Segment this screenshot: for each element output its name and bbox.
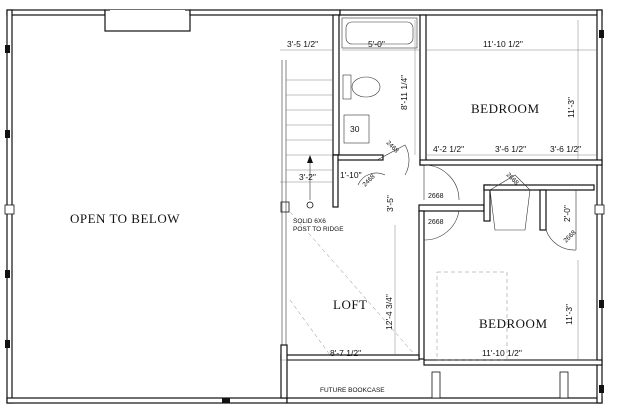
- bathroom: [341, 17, 418, 144]
- dim-11-10-half-top: 11'-10 1/2": [483, 39, 523, 49]
- bookcase-note: FUTURE BOOKCASE: [320, 387, 385, 394]
- dim-2-0: 2'-0": [562, 205, 572, 222]
- dim-3-6-half-b: 3'-6 1/2": [550, 144, 581, 154]
- dim-11-3-bottom: 11'-3": [564, 304, 574, 325]
- door-tag-2468-a: 2468: [385, 139, 400, 154]
- room-label-open-to-below: OPEN TO BELOW: [70, 211, 180, 226]
- room-label-loft: LOFT: [333, 297, 368, 312]
- door-tag-2668-right: 2668: [562, 229, 577, 244]
- dim-3-2: 3'-2": [299, 172, 316, 182]
- door-tag-2468-b: 2468: [361, 173, 376, 188]
- exterior-walls: [4, 9, 605, 404]
- dim-5-0: 5'-0": [368, 39, 385, 49]
- dim-3-5-half-top: 3'-5 1/2": [287, 39, 318, 49]
- door-tag-2668-upper: 2668: [428, 193, 444, 200]
- dim-12-4-3q: 12'-4 3/4": [384, 294, 394, 330]
- interior-walls: [280, 14, 603, 399]
- dim-11-10-half-bottom: 11'-10 1/2": [482, 348, 522, 358]
- post-note-line1: SOLID 6X6: [293, 218, 326, 225]
- stair: [281, 60, 416, 356]
- dim-3-6-half-a: 3'-6 1/2": [495, 144, 526, 154]
- tub-label-30: 30: [350, 124, 360, 134]
- door-tag-2668-lower: 2668: [428, 219, 444, 226]
- dim-3-5-vert: 3'-5": [385, 195, 395, 212]
- dimension-lines: [280, 20, 597, 361]
- dim-8-7-half: 8'-7 1/2": [330, 348, 361, 358]
- dim-1-10: 1'-10": [340, 170, 362, 180]
- dim-8-11-quarter: 8'-11 1/4": [399, 75, 409, 110]
- post-note-line2: POST TO RIDGE: [293, 226, 344, 233]
- room-label-bedroom-bottom: BEDROOM: [479, 316, 548, 331]
- dim-11-3-top: 11'-3": [566, 97, 576, 118]
- room-label-bedroom-top: BEDROOM: [471, 101, 540, 116]
- dim-4-2-half: 4'-2 1/2": [433, 144, 464, 154]
